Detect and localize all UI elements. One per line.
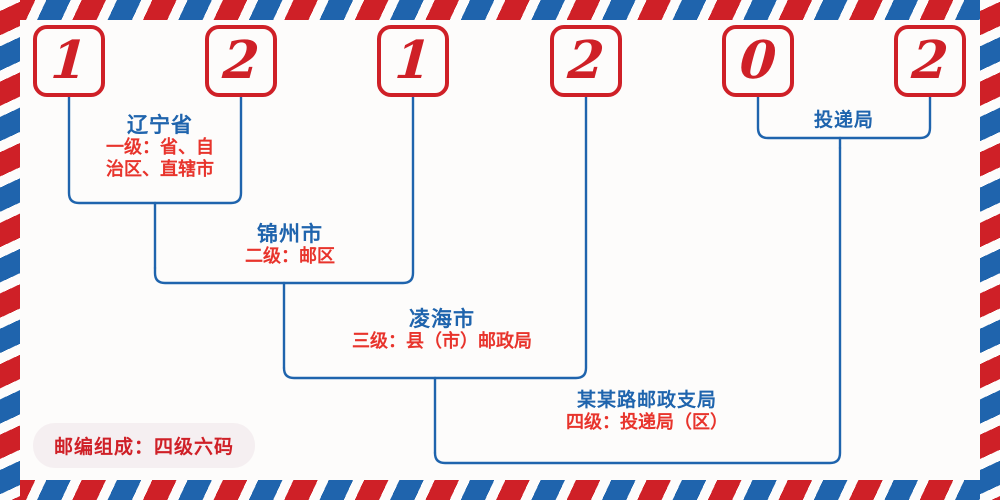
- level-1-title: 辽宁省: [127, 112, 193, 137]
- level-4-title: 某某路邮政支局: [576, 389, 717, 411]
- digit-cell-3[interactable]: 1: [377, 25, 449, 97]
- delivery-office-title: 投递局: [813, 109, 874, 131]
- bracket-level-3: [282, 95, 588, 380]
- digit-glyph-6: 2: [909, 30, 951, 91]
- digit-cell-4[interactable]: 2: [550, 25, 622, 97]
- airmail-stripe-right: [980, 0, 1000, 500]
- airmail-stripe-left: [0, 0, 20, 500]
- digit-cell-2[interactable]: 2: [205, 25, 277, 97]
- label-delivery-office: 投递局: [760, 109, 928, 132]
- digit-cell-5[interactable]: 0: [722, 25, 794, 97]
- airmail-stripe-bottom: [0, 480, 1000, 500]
- bracket-delivery-office: [756, 95, 932, 140]
- airmail-stripe-top: [0, 0, 1000, 20]
- level-4-desc-line-1: 四级：投递局（区）: [566, 411, 728, 433]
- label-level-2: 锦州市 二级：邮区: [180, 221, 400, 268]
- label-level-4: 某某路邮政支局 四级：投递局（区）: [517, 389, 777, 433]
- level-2-title: 锦州市: [257, 221, 323, 246]
- level-2-desc-line-1: 二级：邮区: [245, 246, 335, 268]
- level-3-desc-line-1: 三级：县（市）邮政局: [352, 331, 532, 353]
- envelope-inner-surface: [20, 20, 980, 480]
- level-1-desc-line-1: 一级：省、自: [106, 137, 214, 159]
- legend-badge: 邮编组成：四级六码: [33, 423, 256, 468]
- digit-glyph-2: 2: [220, 30, 262, 91]
- digit-glyph-4: 2: [565, 30, 607, 91]
- label-level-1: 辽宁省 一级：省、自 治区、直辖市: [72, 112, 248, 180]
- digit-glyph-5: 0: [737, 30, 779, 91]
- digit-glyph-1: 1: [48, 30, 90, 91]
- digit-cell-1[interactable]: 1: [33, 25, 105, 97]
- digit-glyph-3: 1: [392, 30, 434, 91]
- level-3-title: 凌海市: [409, 306, 475, 331]
- level-1-desc-line-2: 治区、直辖市: [106, 158, 214, 180]
- label-level-3: 凌海市 三级：县（市）邮政局: [303, 306, 581, 353]
- bracket-level-4: [433, 146, 842, 465]
- digit-cell-6[interactable]: 2: [894, 25, 966, 97]
